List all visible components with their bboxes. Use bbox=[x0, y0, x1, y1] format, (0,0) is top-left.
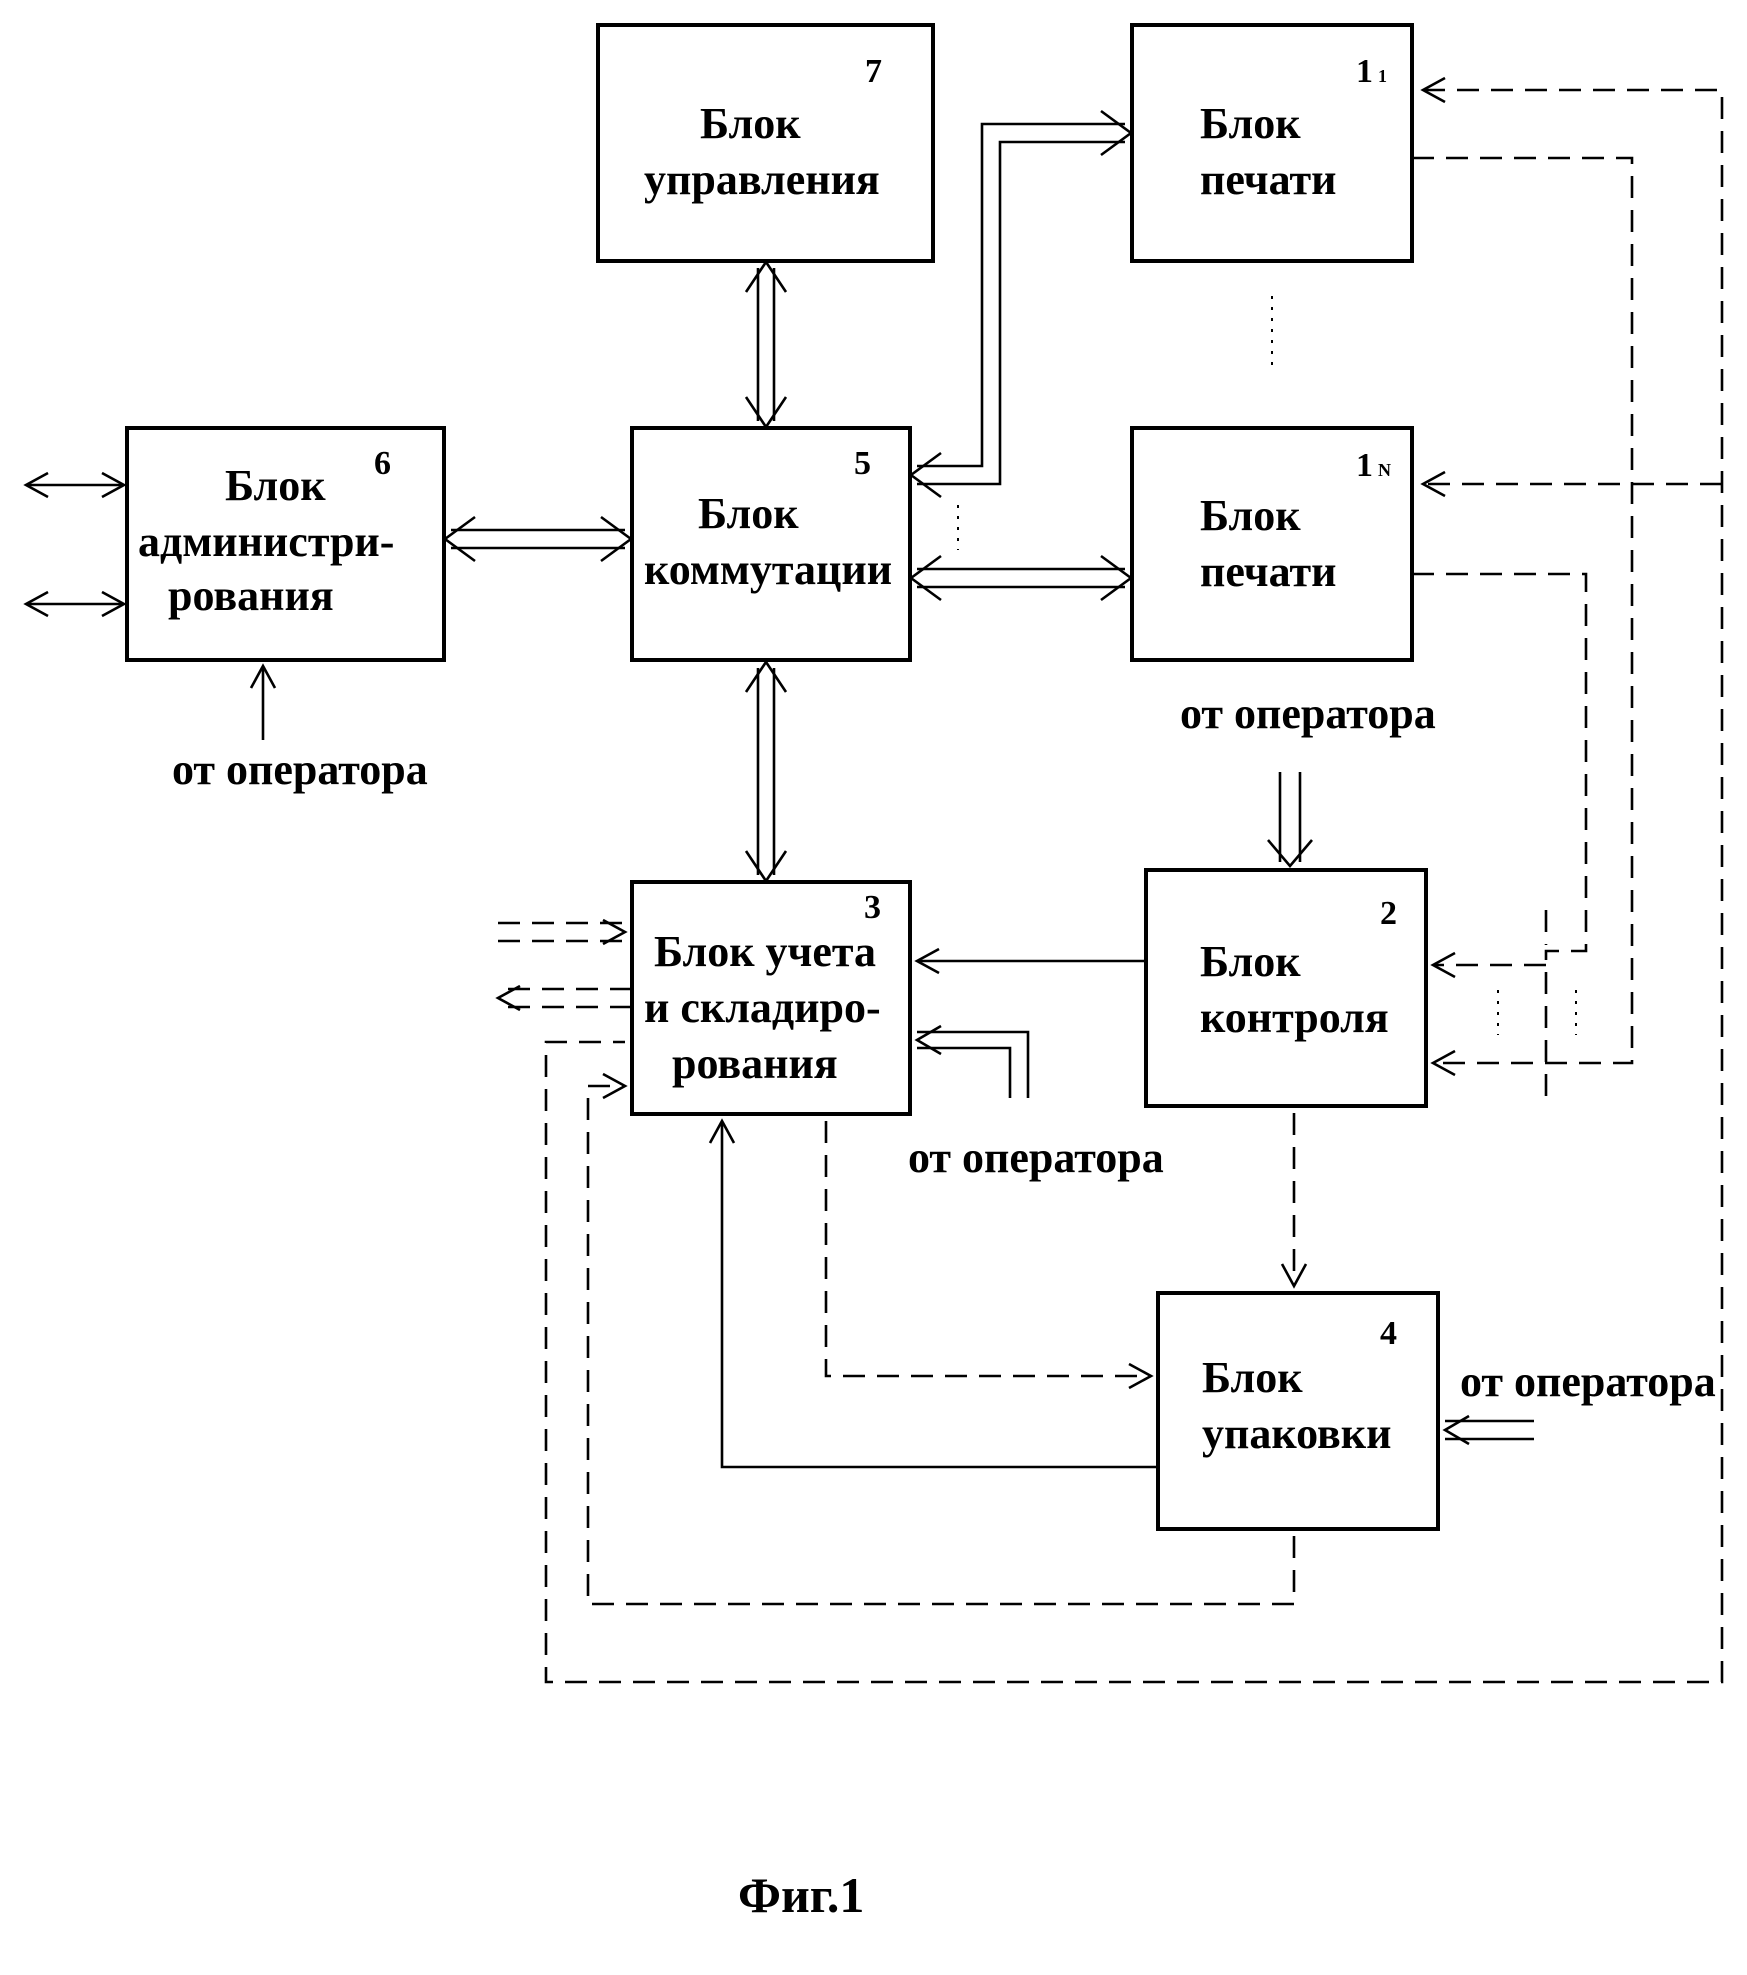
block-control: 7 Блок управления bbox=[598, 25, 933, 261]
admin-external-io-1 bbox=[26, 473, 124, 497]
operator-input-accounting bbox=[917, 1026, 1028, 1098]
block-accounting-line3: рования bbox=[672, 1039, 838, 1088]
block-print-1-subscript: 1 bbox=[1378, 66, 1387, 86]
operator-label-accounting: от оператора bbox=[908, 1133, 1164, 1182]
block-print-1-line2: печати bbox=[1200, 155, 1336, 204]
link-switch-print-1 bbox=[911, 111, 1131, 497]
admin-external-io-2 bbox=[26, 592, 124, 616]
block-admin-line1: Блок bbox=[225, 461, 326, 510]
block-inspection-line2: контроля bbox=[1200, 993, 1389, 1042]
dashed-print-n-to-inspection bbox=[1412, 574, 1586, 1102]
operator-input-inspection bbox=[1268, 772, 1312, 866]
block-control-line2: управления bbox=[644, 155, 880, 204]
block-accounting: 3 Блок учета и складиро- рования bbox=[632, 882, 910, 1114]
link-switch-accounting bbox=[746, 662, 786, 881]
dashed-inspection-to-packing bbox=[1282, 1113, 1306, 1286]
block-accounting-line1: Блок учета bbox=[654, 927, 876, 976]
block-inspection-number: 2 bbox=[1380, 895, 1397, 932]
block-admin-line2: администри- bbox=[138, 517, 394, 566]
block-print-1-line1: Блок bbox=[1200, 99, 1301, 148]
block-accounting-number: 3 bbox=[864, 889, 881, 926]
block-print-n-line2: печати bbox=[1200, 547, 1336, 596]
link-admin-switch bbox=[445, 517, 631, 561]
block-packing: 4 Блок упаковки bbox=[1158, 1293, 1438, 1529]
block-print-1: 1 1 Блок печати bbox=[1132, 25, 1412, 261]
link-control-switch bbox=[746, 262, 786, 427]
block-print-n-number: 1 bbox=[1356, 447, 1373, 484]
block-inspection-line1: Блок bbox=[1200, 937, 1301, 986]
block-print-n: 1 N Блок печати bbox=[1132, 428, 1412, 660]
dashed-external-outputs-accounting bbox=[498, 986, 632, 1010]
operator-input-packing bbox=[1445, 1416, 1534, 1444]
figure-caption: Фиг.1 bbox=[738, 1867, 864, 1923]
block-inspection: 2 Блок контроля bbox=[1146, 870, 1426, 1106]
block-packing-line1: Блок bbox=[1202, 1353, 1303, 1402]
link-switch-print-n bbox=[911, 556, 1131, 600]
block-packing-line2: упаковки bbox=[1202, 1409, 1392, 1458]
dashed-print-1-to-inspection bbox=[1412, 158, 1632, 1075]
operator-label-packing: от оператора bbox=[1460, 1357, 1716, 1406]
block-control-number: 7 bbox=[865, 53, 882, 90]
block-packing-number: 4 bbox=[1380, 1315, 1397, 1352]
block-admin-line3: рования bbox=[168, 571, 334, 620]
block-switch-line1: Блок bbox=[698, 489, 799, 538]
block-switch-line2: коммутации bbox=[644, 545, 892, 594]
block-accounting-line2: и складиро- bbox=[644, 983, 881, 1032]
operator-input-admin bbox=[251, 666, 275, 740]
dashed-external-inputs-accounting bbox=[498, 920, 625, 944]
block-print-n-subscript: N bbox=[1378, 460, 1391, 480]
block-admin: 6 Блок администри- рования bbox=[127, 428, 444, 660]
operator-label-inspection: от оператора bbox=[1180, 689, 1436, 738]
block-print-1-number: 1 bbox=[1356, 53, 1373, 90]
block-control-line1: Блок bbox=[700, 99, 801, 148]
block-print-n-line1: Блок bbox=[1200, 491, 1301, 540]
block-switch-number: 5 bbox=[854, 445, 871, 482]
operator-label-admin: от оператора bbox=[172, 745, 428, 794]
block-admin-number: 6 bbox=[374, 445, 391, 482]
block-switch: 5 Блок коммутации bbox=[632, 428, 910, 660]
link-inspection-accounting bbox=[917, 949, 1146, 973]
